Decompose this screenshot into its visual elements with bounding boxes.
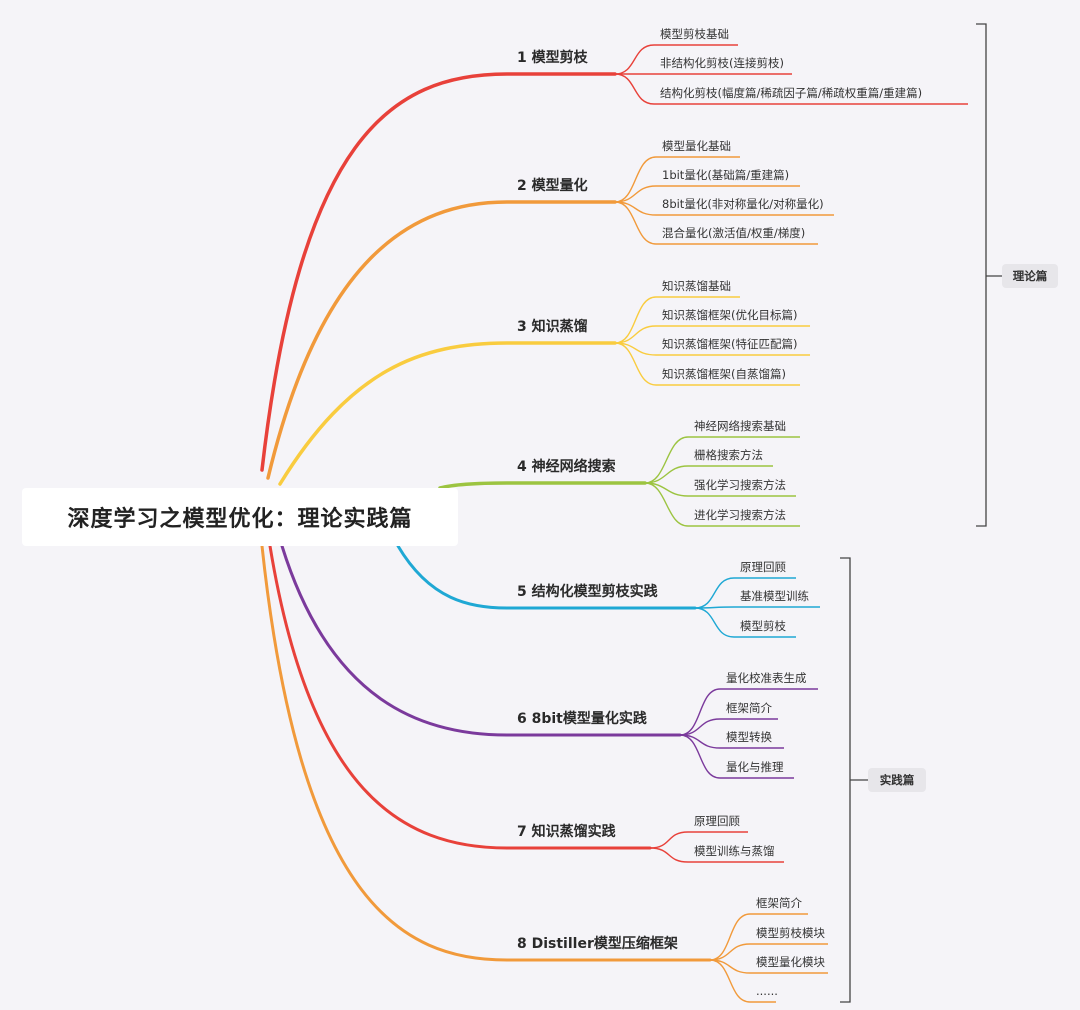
leaf-connector [614,185,800,203]
branch-curves [260,44,968,1003]
branch-label-2[interactable]: 2 模型量化 [517,177,588,194]
leaf-label[interactable]: 知识蒸馏框架(特征匹配篇) [662,337,797,351]
branch-label-6[interactable]: 6 8bit模型量化实践 [517,710,647,727]
leaf-connector [614,201,834,216]
leaf-label[interactable]: 模型量化基础 [662,139,731,153]
leaf-connector [709,959,828,974]
leaf-connector [709,959,776,1003]
leaf-label[interactable]: 强化学习搜索方法 [694,478,786,492]
leaf-label[interactable]: 模型剪枝模块 [756,926,825,940]
leaf-connector [679,734,784,749]
leaf-label[interactable]: 8bit量化(非对称量化/对称量化) [662,197,824,211]
leaf-label[interactable]: 模型剪枝 [740,619,786,633]
group-bracket-1 [976,23,1002,527]
leaf-connector [614,342,810,356]
leaf-connector [694,606,820,609]
group-tag-bg [1002,264,1058,288]
root-title: 深度学习之模型优化：理论实践篇 [67,507,413,532]
leaf-label[interactable]: 原理回顾 [740,560,786,574]
leaf-connector [644,482,796,497]
leaf-connector [644,465,773,484]
leaf-connector [614,201,818,245]
leaf-label[interactable]: 基准模型训练 [740,589,809,603]
group-tag-bg [868,768,926,792]
leaf-connector [649,831,748,849]
leaf-connector [614,325,810,344]
leaf-connector [614,44,738,75]
branch-curve-2 [266,200,617,480]
leaf-connector [709,913,808,961]
leaf-connector [644,436,800,484]
leaf-label[interactable]: 框架简介 [756,896,802,910]
branch-label-1[interactable]: 1 模型剪枝 [517,49,589,66]
leaf-label[interactable]: 模型剪枝基础 [660,27,729,41]
leaf-label[interactable]: ...... [756,984,778,998]
leaf-connector [694,577,796,609]
branch-label-7[interactable]: 7 知识蒸馏实践 [517,823,616,840]
leaf-connector [649,847,784,863]
leaf-label[interactable]: 进化学习搜索方法 [694,508,786,522]
root-node[interactable]: 深度学习之模型优化：理论实践篇 [22,488,458,546]
leaf-label[interactable]: 原理回顾 [694,814,740,828]
leaf-label[interactable]: 非结构化剪枝(连接剪枝) [660,56,784,70]
leaf-connector [644,482,800,527]
leaf-label[interactable]: 模型量化模块 [756,955,825,969]
leaf-connector [679,718,778,736]
branch-curve-8 [260,544,712,962]
branch-label-3[interactable]: 3 知识蒸馏 [517,318,588,335]
branch-curve-6 [280,544,682,737]
branch-curve-1 [260,72,617,472]
leaf-connector [614,156,740,203]
group-tag-label[interactable]: 实践篇 [880,773,915,787]
leaf-label[interactable]: 框架简介 [726,701,772,715]
leaf-label[interactable]: 量化校准表生成 [726,671,807,685]
group-tag-label[interactable]: 理论篇 [1013,269,1048,283]
leaf-connector [614,73,968,105]
branch-label-8[interactable]: 8 Distiller模型压缩框架 [517,935,678,952]
leaf-connector [679,734,794,779]
leaf-label[interactable]: 知识蒸馏框架(自蒸馏篇) [662,367,786,381]
branch-label-5[interactable]: 5 结构化模型剪枝实践 [517,583,658,600]
leaf-connector [614,342,800,386]
branch-curve-5 [396,544,697,610]
leaf-connector [614,296,740,344]
branch-label-4[interactable]: 4 神经网络搜索 [517,458,616,475]
leaf-label[interactable]: 量化与推理 [726,760,784,774]
leaf-label[interactable]: 模型转换 [726,730,772,744]
leaf-label[interactable]: 混合量化(激活值/权重/梯度) [662,226,805,240]
leaf-label[interactable]: 神经网络搜索基础 [694,419,786,433]
leaf-label[interactable]: 模型训练与蒸馏 [694,844,775,858]
branch-curve-4 [438,481,647,490]
leaf-label[interactable]: 知识蒸馏框架(优化目标篇) [662,308,797,322]
branch-curve-3 [278,341,617,486]
leaf-connector [694,607,796,638]
leaf-label[interactable]: 1bit量化(基础篇/重建篇) [662,168,789,182]
leaf-label[interactable]: 栅格搜索方法 [694,448,763,462]
group-bracket-2 [840,557,868,1003]
leaf-label[interactable]: 知识蒸馏基础 [662,279,731,293]
branch-curve-7 [268,544,652,850]
leaf-connector [679,688,818,736]
leaf-connector [709,943,828,961]
leaf-label[interactable]: 结构化剪枝(幅度篇/稀疏因子篇/稀疏权重篇/重建篇) [660,86,922,100]
